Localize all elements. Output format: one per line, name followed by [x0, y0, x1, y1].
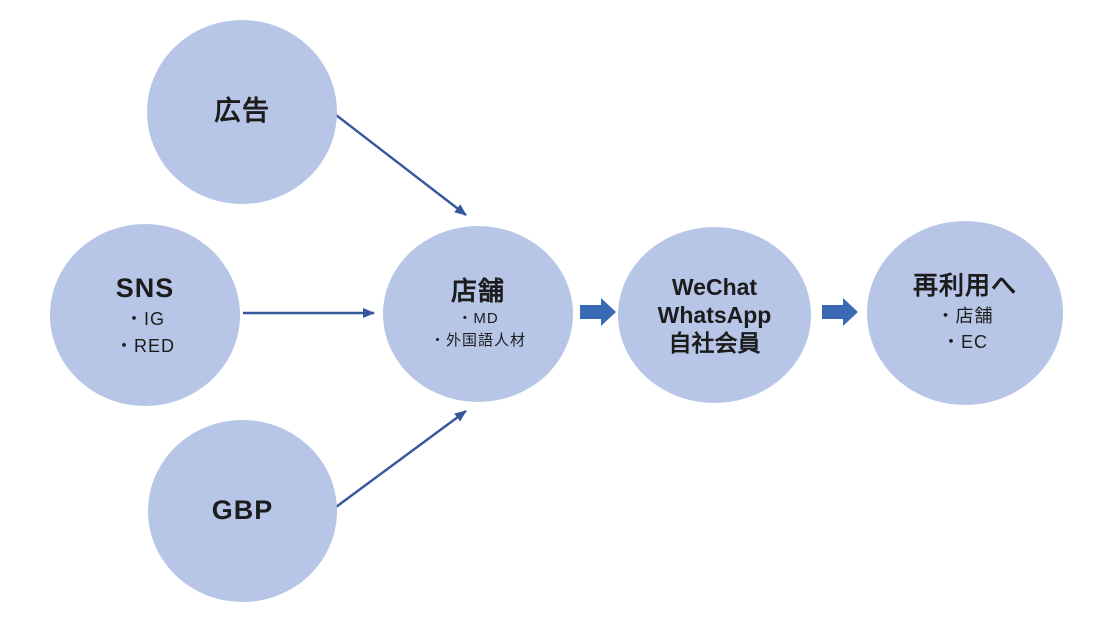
node-sns-item-red: ・RED: [114, 335, 175, 356]
node-membership-line-whatsapp: WhatsApp: [657, 302, 772, 328]
node-membership-line-own-members: 自社会員: [668, 330, 761, 356]
node-sns: SNS ・IG ・RED: [50, 224, 240, 406]
node-membership-line-wechat: WeChat: [671, 274, 758, 300]
node-gbp: GBP: [148, 420, 337, 602]
block-arrow-member-to-reuse: [822, 298, 858, 326]
node-advertising: 広告: [147, 20, 337, 204]
connector-gbp-to-store: [335, 410, 467, 508]
node-reuse: 再利用へ ・店舗 ・EC: [867, 221, 1063, 405]
node-store-item-md: ・MD: [457, 310, 499, 328]
connector-ad-to-store: [335, 114, 467, 216]
node-store-item-foreign-staff: ・外国語人材: [429, 331, 526, 349]
node-reuse-item-ec: ・EC: [941, 332, 988, 353]
node-membership: WeChat WhatsApp 自社会員: [618, 227, 811, 403]
node-sns-item-ig: ・IG: [124, 309, 165, 330]
node-store-title: 店舗: [450, 276, 505, 307]
block-arrow-store-to-member: [580, 298, 616, 326]
node-reuse-item-store: ・店舗: [936, 305, 994, 326]
node-sns-title: SNS: [115, 272, 175, 303]
node-advertising-title: 広告: [214, 96, 270, 127]
node-store: 店舗 ・MD ・外国語人材: [383, 226, 573, 402]
node-gbp-title: GBP: [211, 495, 274, 526]
node-reuse-title: 再利用へ: [912, 272, 1017, 301]
